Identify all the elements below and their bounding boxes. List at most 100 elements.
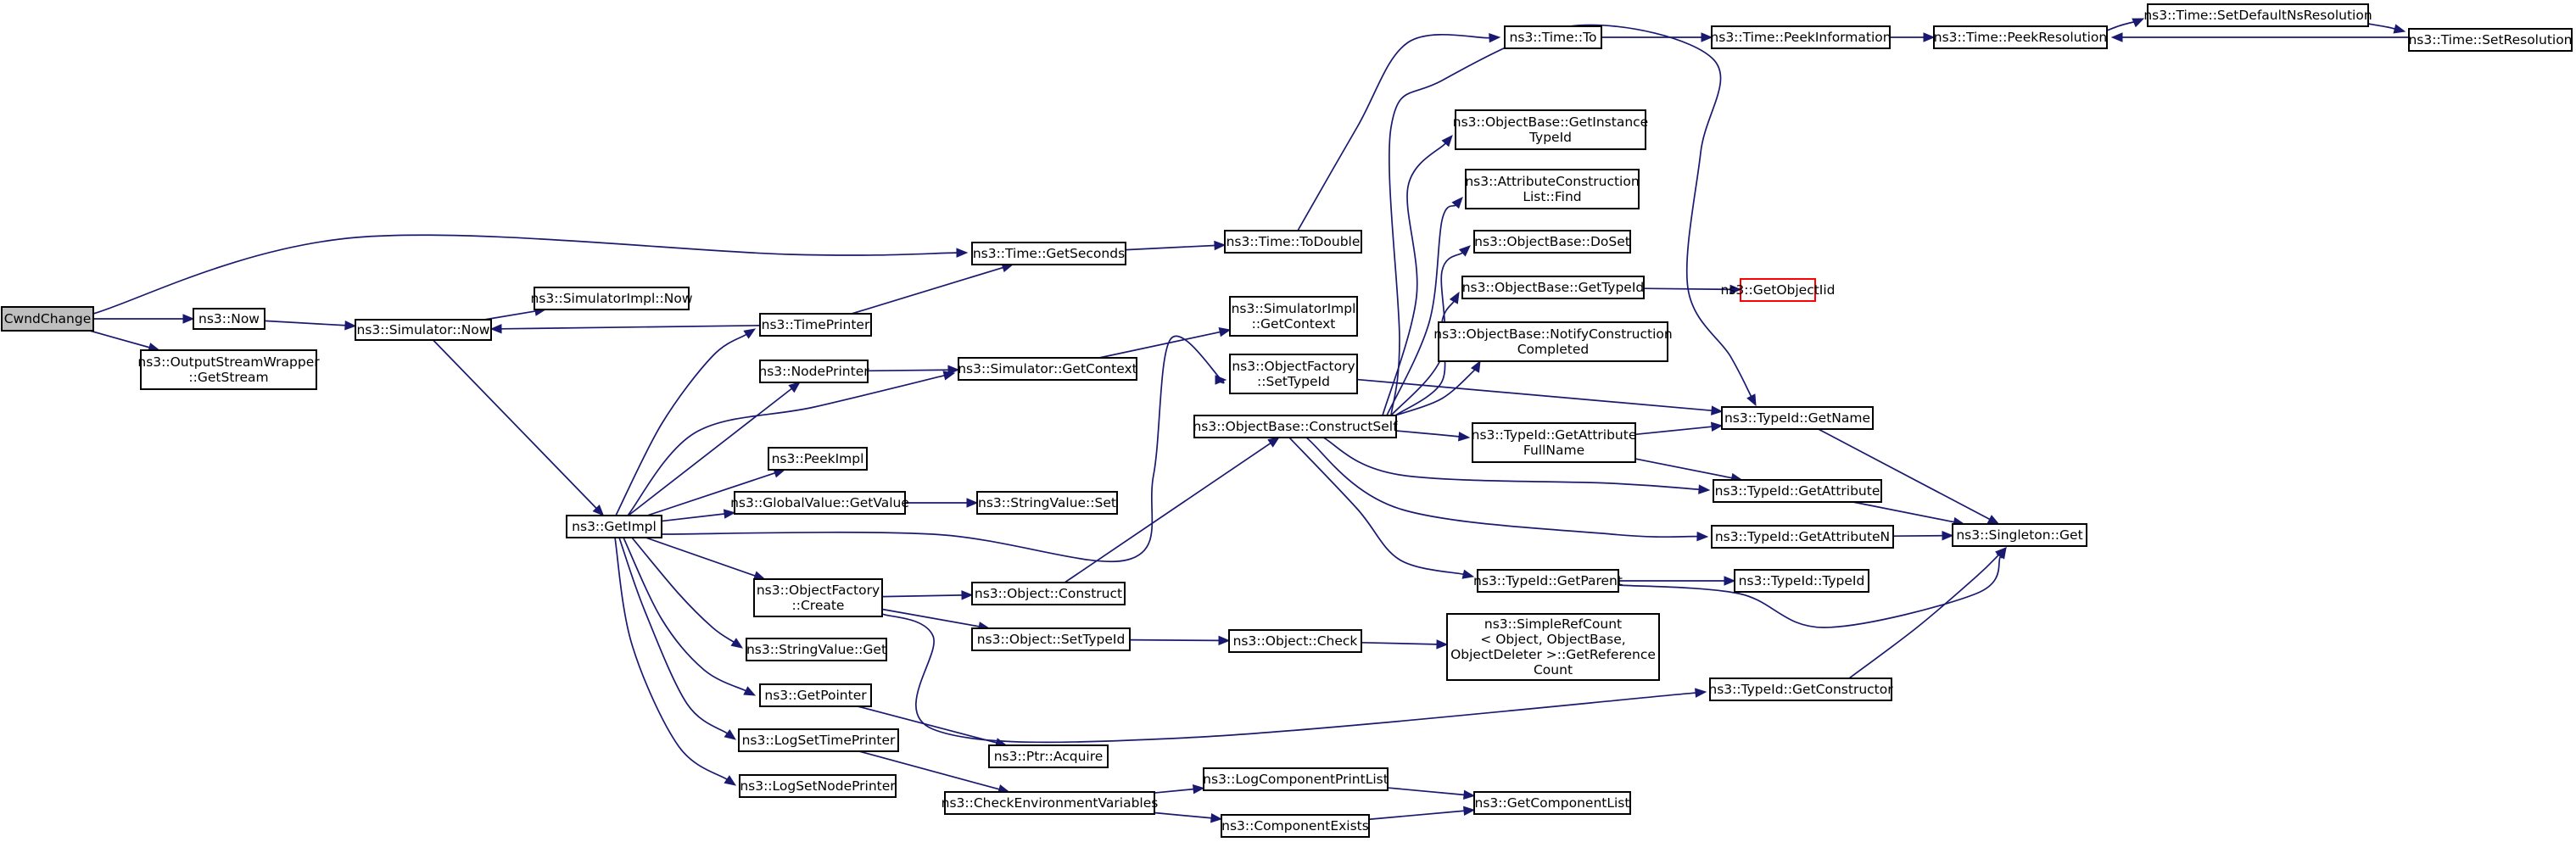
node-ob-doset[interactable]: ns3::ObjectBase::DoSet [1473,230,1631,254]
node-label: ns3::ObjectFactory [757,583,880,598]
arrowhead [2110,32,2123,42]
node-osw-getstream[interactable]: ns3::OutputStreamWrapper::GetStream [137,349,320,390]
arrowhead [1489,32,1501,43]
node-sv-get[interactable]: ns3::StringValue::Get [746,638,887,661]
node-getcomplist[interactable]: ns3::GetComponentList [1473,791,1631,815]
node-box [958,357,1137,381]
arrowhead [1701,32,1713,42]
node-tid-getname[interactable]: ns3::TypeId::GetName [1721,406,1874,430]
node-label: ns3::TypeId::GetName [1724,410,1870,426]
node-nodeprinter[interactable]: ns3::NodePrinter [758,360,869,383]
node-label: ns3::TimePrinter [762,317,870,332]
node-label: ns3::Object::Construct [975,586,1122,601]
node-cwndchange[interactable]: CwndChange [1,306,94,332]
edge-line [1618,555,2002,628]
edge-line [851,266,1003,315]
arrowhead [947,365,960,376]
node-now[interactable]: ns3::Now [193,308,265,330]
node-ob-gettypeid[interactable]: ns3::ObjectBase::GetTypeId [1461,276,1645,299]
call-edge-ob_constructself-to-tid_getattribute [1322,437,1711,494]
node-sim-getcontext[interactable]: ns3::Simulator::GetContext [958,357,1137,381]
node-logcompprintlist[interactable]: ns3::LogComponentPrintList [1203,767,1389,791]
node-label: ns3::LogSetNodePrinter [740,778,896,794]
node-label: ns3::ObjectBase::DoSet [1474,234,1630,249]
call-edge-time_setres-to-time_peekres [2110,32,2409,42]
call-edge-time_peekinfo-to-time_peekres [1890,32,1936,42]
node-time-peekinfo[interactable]: ns3::Time::PeekInformation [1710,25,1891,49]
arrowhead [1214,240,1227,251]
call-edge-sim_getcontext-to-simimpl_getcontext [1098,327,1232,359]
node-ob-constructself[interactable]: ns3::ObjectBase::ConstructSelf [1193,415,1398,438]
call-edge-ob_constructself-to-ob_notify [1394,360,1481,416]
edge-line [1368,810,1465,821]
node-box [2147,3,2369,27]
call-edge-of_create-to-obj_construct [881,590,974,600]
node-label: ns3::Now [198,311,260,326]
node-getobjectiid[interactable]: ns3::GetObjectIid [1720,278,1836,302]
call-edge-time_peekres-to-time_setdefaultns [2106,18,2145,31]
node-time-to[interactable]: ns3::Time::To [1504,25,1602,49]
node-tid-typeid[interactable]: ns3::TypeId::TypeId [1734,569,1869,593]
call-edge-tid_getattrn-to-singleton_get [1892,530,1954,541]
node-box [1455,109,1646,150]
node-tid-getattribute[interactable]: ns3::TypeId::GetAttribute [1713,479,1882,503]
node-obj-construct[interactable]: ns3::Object::Construct [971,582,1126,605]
arrowhead [743,686,757,696]
node-obj-settypeid[interactable]: ns3::Object::SetTypeId [971,627,1131,651]
node-box [734,491,906,515]
node-sim-now[interactable]: ns3::Simulator::Now [355,319,492,341]
node-label: ::GetContext [1252,316,1336,332]
node-singleton-get[interactable]: ns3::Singleton::Get [1952,523,2087,547]
arrowhead [592,505,605,516]
call-edge-time_setdefaultns-to-time_setres [2367,23,2406,34]
node-logsettimeprinter[interactable]: ns3::LogSetTimePrinter [738,728,899,752]
edge-line [1125,244,1215,251]
node-of-settypeid[interactable]: ns3::ObjectFactory::SetTypeId [1229,354,1358,394]
node-obj-check[interactable]: ns3::Object::Check [1228,629,1362,653]
node-tid-getparent[interactable]: ns3::TypeId::GetParent [1473,569,1623,593]
node-label: ns3::LogSetTimePrinter [742,733,896,748]
node-time-peekres[interactable]: ns3::Time::PeekResolution [1933,25,2108,49]
edge-line [1634,458,1732,479]
node-peekimpl[interactable]: ns3::PeekImpl [768,447,868,471]
edge-line [500,325,761,330]
edge-line [645,537,756,577]
node-simplerefcount[interactable]: ns3::SimpleRefCount< Object, ObjectBase,… [1446,613,1660,681]
node-box [759,360,869,383]
edge-line [92,234,958,315]
node-time-setres[interactable]: ns3::Time::SetResolution [2408,28,2573,52]
node-time-todouble[interactable]: ns3::Time::ToDouble [1224,230,1362,254]
node-checkenv[interactable]: ns3::CheckEnvironmentVariables [942,791,1159,815]
node-of-create[interactable]: ns3::ObjectFactory::Create [753,578,883,617]
node-label: ns3::TypeId::GetAttributeN [1715,529,1890,544]
arrowhead [724,775,737,786]
edge-line [1154,811,1212,819]
call-edge-obj_construct-to-ob_constructself [1064,437,1280,583]
node-logsetnodeprinter[interactable]: ns3::LogSetNodePrinter [739,774,897,798]
node-ptr-acquire[interactable]: ns3::Ptr::Acquire [988,744,1109,768]
node-tid-getconstructor[interactable]: ns3::TypeId::GetConstructor [1708,678,1893,701]
node-time-getseconds[interactable]: ns3::Time::GetSeconds [971,242,1126,265]
arrowhead [2393,24,2406,34]
node-getimpl[interactable]: ns3::GetImpl [566,515,662,538]
arrowhead [1995,547,2007,559]
node-simimpl-now[interactable]: ns3::SimulatorImpl::Now [530,287,693,310]
edge-line [2367,23,2395,30]
node-getpointer[interactable]: ns3::GetPointer [759,683,872,707]
node-tid-getattrn[interactable]: ns3::TypeId::GetAttributeN [1711,525,1894,549]
node-label: Completed [1517,342,1590,357]
node-sv-set[interactable]: ns3::StringValue::Set [976,491,1118,515]
node-box [1740,278,1816,302]
node-compexists[interactable]: ns3::ComponentExists [1221,814,1370,838]
edge-line [646,471,775,516]
arrowhead [1696,531,1709,542]
node-gv-getvalue[interactable]: ns3::GlobalValue::GetValue [730,491,909,515]
node-ob-notify[interactable]: ns3::ObjectBase::NotifyConstructionCompl… [1433,321,1673,362]
node-time-setdefaultns[interactable]: ns3::Time::SetDefaultNsResolution [2143,3,2372,27]
node-label: ns3::Time::ToDouble [1227,234,1361,249]
node-simimpl-getcontext[interactable]: ns3::SimulatorImpl::GetContext [1229,296,1358,337]
node-timeprinter[interactable]: ns3::TimePrinter [759,313,872,337]
